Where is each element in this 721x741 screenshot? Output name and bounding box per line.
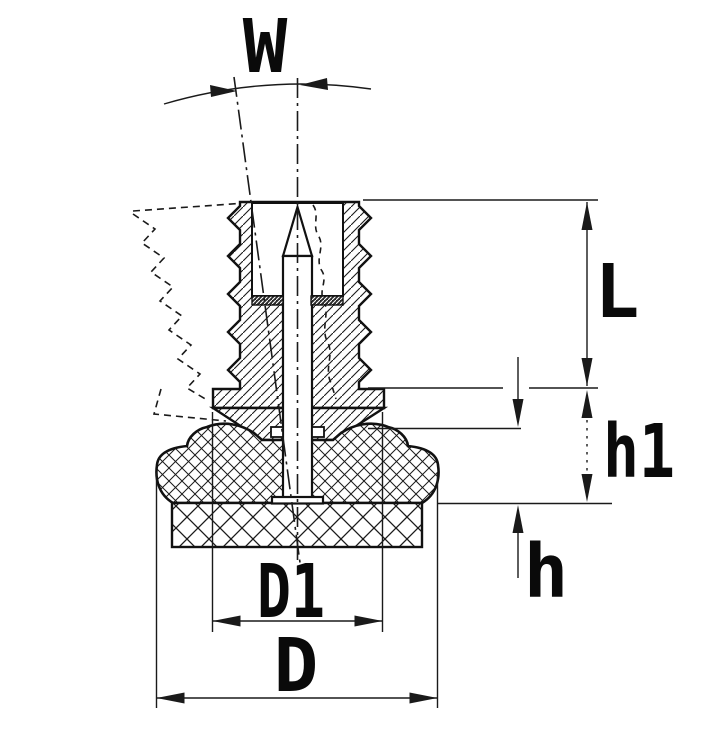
dimension-h1: h1 [437, 390, 675, 505]
arrowhead [300, 78, 328, 90]
arrowhead [512, 399, 524, 427]
washer-right [310, 295, 344, 306]
tilted-centerline [233, 76, 302, 571]
dimension-W: W [163, 4, 372, 105]
dimension-D: D [155, 472, 439, 709]
dimension-label-L: L [595, 249, 640, 335]
arrowhead [210, 85, 237, 97]
arrowhead [212, 615, 241, 627]
phantom-top-edge [132, 202, 247, 212]
arrowhead [581, 390, 593, 418]
dimension-label-h: h [524, 529, 569, 615]
arrowhead [354, 615, 383, 627]
arrowhead [409, 692, 438, 704]
dimension-label-D: D [274, 623, 319, 709]
arrowhead [581, 358, 593, 386]
arrowhead [581, 474, 593, 502]
arrowhead [581, 202, 593, 230]
arrowhead [156, 692, 185, 704]
dimension-D1: D1 [211, 412, 384, 635]
phantom-flange-outline [152, 388, 227, 422]
cone-notch-left [270, 426, 284, 438]
phantom-swiveled-stem [132, 202, 247, 422]
dimension-L: L [363, 199, 640, 389]
dimension-label-h1: h1 [603, 409, 675, 495]
dimension-label-D1: D1 [257, 549, 325, 635]
dimension-label-W: W [243, 4, 288, 90]
centerlines [233, 76, 302, 571]
arrowhead [512, 505, 524, 533]
washer-left [251, 295, 284, 306]
phantom-thread-outline [132, 213, 208, 401]
angle-arc [163, 83, 372, 105]
cone-notch-right [311, 426, 325, 438]
dimension-h: h [368, 357, 568, 615]
